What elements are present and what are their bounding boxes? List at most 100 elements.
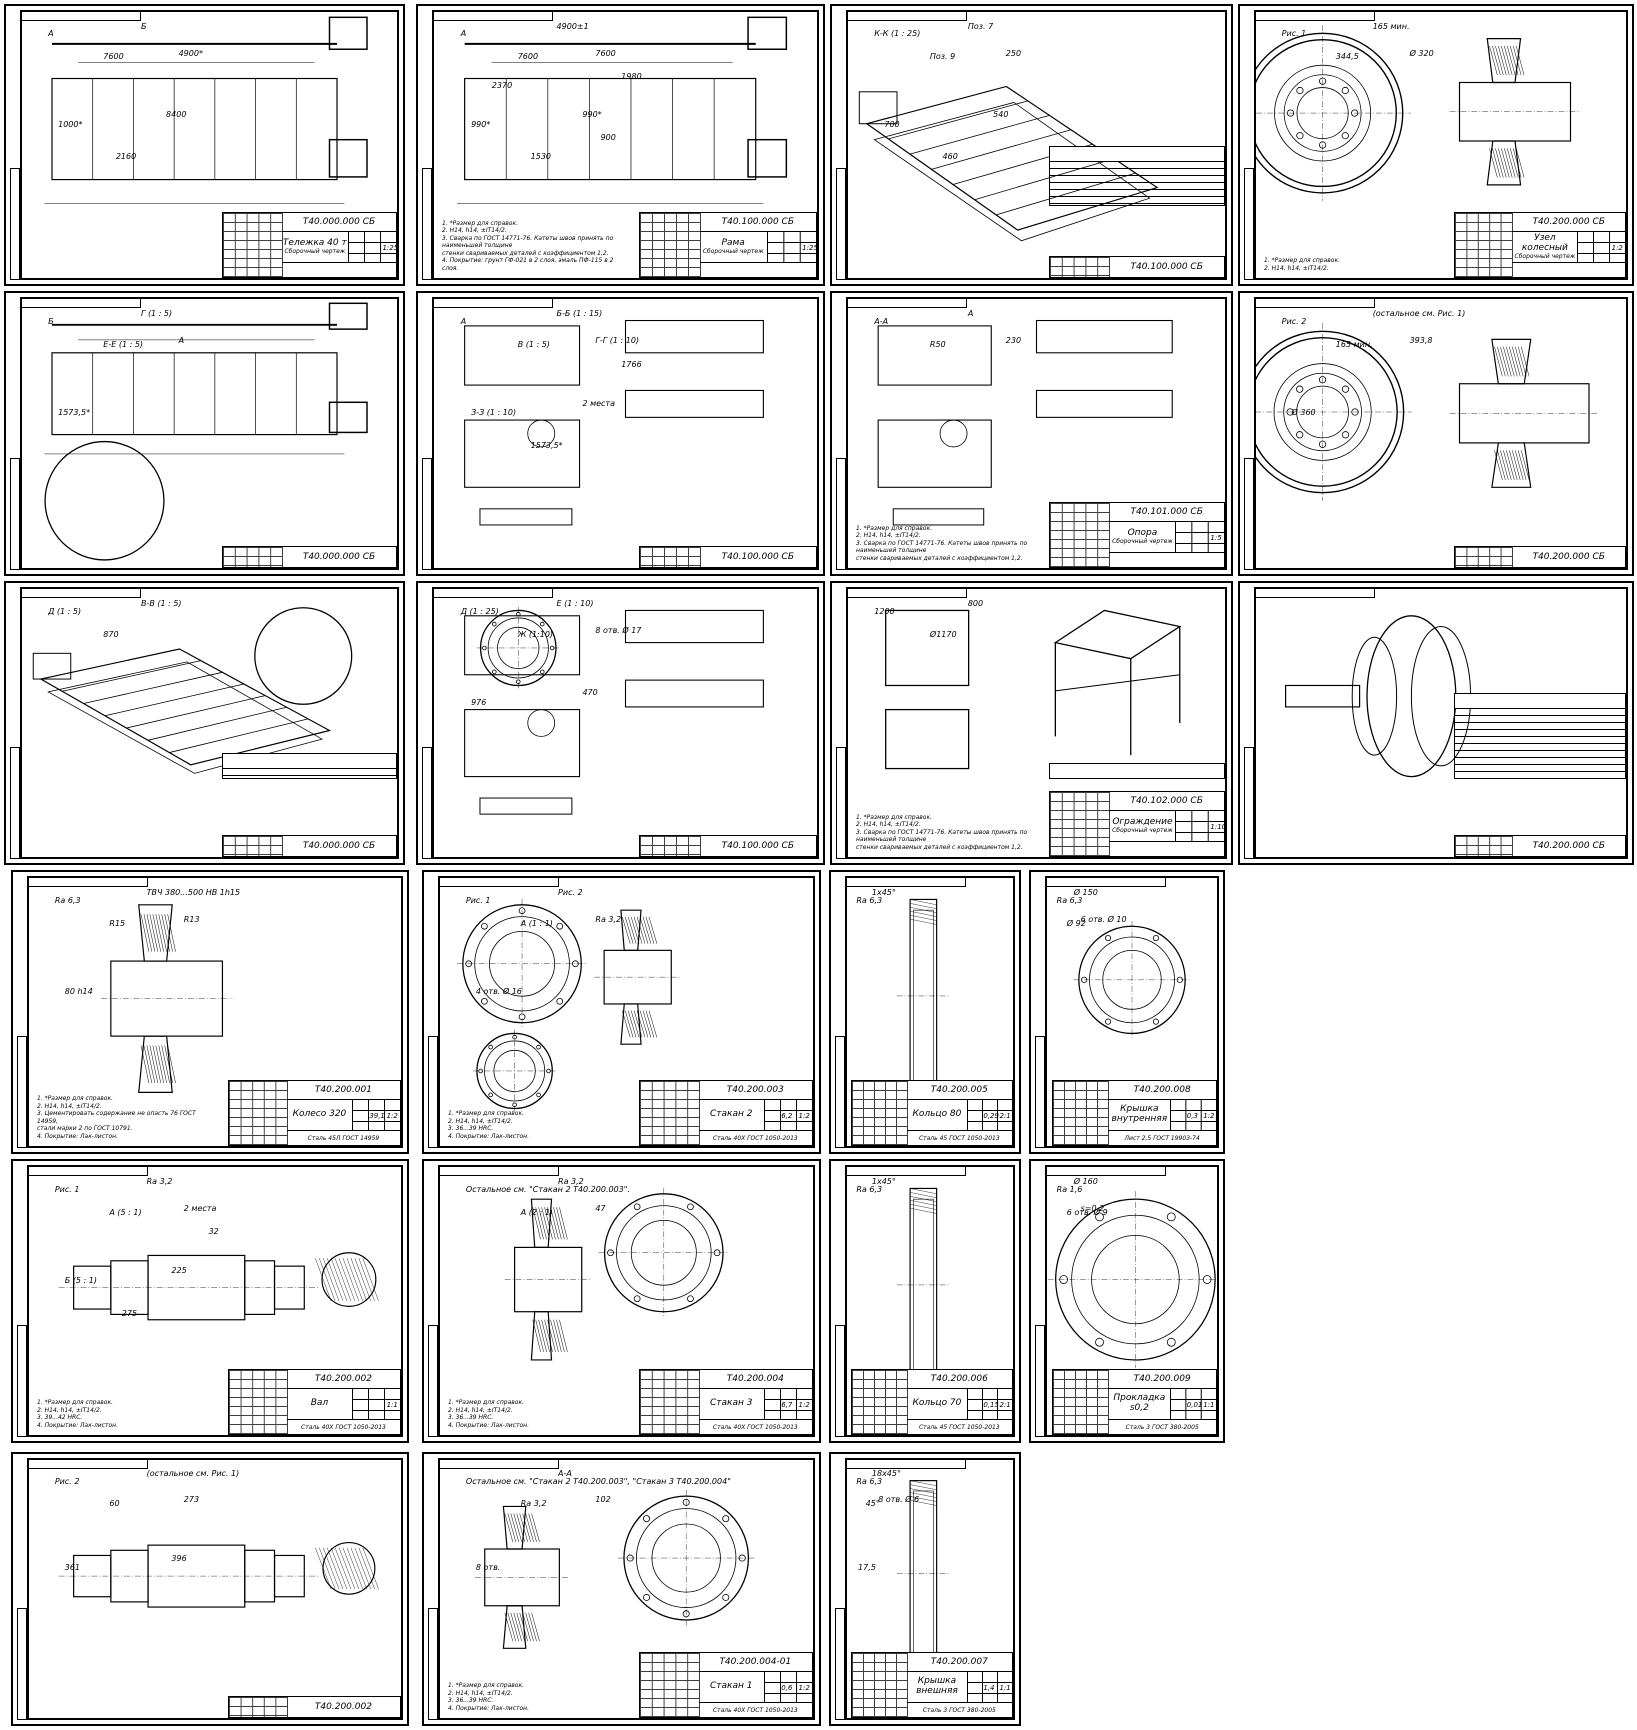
view-label: В (1 : 5) — [517, 340, 550, 349]
view-label: А (2 : 1) — [520, 1207, 553, 1217]
material: Сталь 45 ГОСТ 1050-2013 — [906, 1419, 1012, 1434]
sheet-frame — [846, 10, 1227, 280]
view-label: Ra 6,3 — [856, 1476, 883, 1486]
view-label: 250 — [1005, 48, 1022, 58]
sheet-left-strip — [835, 1608, 845, 1720]
material — [1109, 552, 1224, 567]
title-block-grid — [1050, 792, 1111, 856]
sheet-corner-stamp — [1254, 587, 1375, 598]
drawing-view — [1047, 1167, 1217, 1435]
view-label: (остальное см. Рис. 1) — [146, 1469, 240, 1479]
material: Сталь 40Х ГОСТ 1050-2013 — [698, 1419, 812, 1434]
sheet-corner-stamp — [20, 587, 141, 598]
view-label: Е (1 : 10) — [556, 598, 594, 608]
drawing-code: Т40.200.007 — [906, 1653, 1012, 1672]
drawing-title: Кольцо 70 — [907, 1388, 969, 1420]
view-label: А (1 : 1) — [520, 918, 553, 928]
drawing-lines — [464, 606, 764, 815]
drawing-lines — [58, 1252, 379, 1321]
drawing-view — [848, 12, 1225, 278]
drawing-title: Тележка 40 т Сборочный чертеж — [282, 231, 349, 263]
scale-value: 1:1 — [1203, 1401, 1215, 1409]
sheet-left-strip — [428, 1036, 438, 1148]
title-block-grid — [1454, 836, 1514, 856]
sheet-corner-stamp — [845, 876, 966, 887]
view-label: К-К (1 : 25) — [874, 29, 921, 39]
note-line: 1. *Размер для справок. — [856, 813, 932, 821]
title-main: Стакан 3 — [710, 1398, 753, 1409]
technical-notes: 1. *Размер для справок.2. Н14, h14, ±IT1… — [856, 525, 1040, 563]
note-line: 2. Н14, h14, ±IT14/2. — [856, 821, 921, 828]
drawing-sheet[interactable]: Остальное см. "Стакан 2 Т40.200.003", "С… — [422, 1452, 821, 1726]
drawing-sheet[interactable]: Рис. 2(остальное см. Рис. 1)165 мин.393,… — [1238, 291, 1634, 576]
sheet-frame — [845, 1165, 1015, 1437]
drawing-view — [434, 589, 817, 857]
scale-value: 1:5 — [1210, 534, 1222, 542]
view-label: 1x45° — [871, 1176, 896, 1186]
view-label: 4900±1 — [556, 21, 589, 31]
note-line: 3. Сварка по ГОСТ 14771-76. Катеты швов … — [856, 828, 1028, 844]
note-line: 1. *Размер для справок. — [448, 1682, 524, 1689]
sheet-corner-stamp — [1254, 10, 1375, 21]
drawing-sheet[interactable]: Остальное см. "Стакан 2 Т40.200.003".Ra … — [422, 1159, 821, 1443]
scale-value: 1:2 — [798, 1684, 810, 1692]
sheet-left-strip — [17, 1608, 27, 1720]
drawing-lines — [456, 898, 682, 1113]
material: Сталь 3 ГОСТ 380-2005 — [1108, 1419, 1216, 1434]
note-line: 4. Покрытие: Лак-листон. — [37, 1421, 119, 1429]
view-label: 8 отв. Ø 6 — [878, 1495, 920, 1505]
drawing-lines — [1256, 25, 1581, 201]
sheet-frame — [432, 587, 819, 859]
sheet-corner-stamp — [438, 876, 559, 887]
sheet-corner-stamp — [1254, 297, 1375, 308]
note-line: 2. Н14, h14, ±IT14/2. — [442, 227, 507, 234]
sheet-frame — [27, 1165, 403, 1437]
title-main: Кольцо 80 — [912, 1109, 962, 1120]
view-label: Рис. 2 — [54, 1476, 80, 1486]
drawing-lines — [504, 1187, 729, 1361]
drawing-view — [440, 1460, 813, 1718]
sheet-left-strip — [1035, 1325, 1045, 1437]
view-label: 4 отв. Ø 16 — [475, 986, 522, 996]
view-label: 102 — [595, 1495, 611, 1505]
view-label: 976 — [471, 697, 487, 707]
drawing-sheet[interactable]: Т40.200.000 СБ — [1238, 581, 1634, 865]
title-block-grid — [1454, 213, 1514, 277]
drawing-lines — [474, 1489, 755, 1649]
drawing-lines — [1256, 323, 1599, 501]
note-line: 2. Н14, h14, ±IT14/2. — [448, 1689, 513, 1697]
title-main: Узел колесный — [1521, 232, 1568, 253]
note-line: 4. Покрытие: Лак-листон. — [37, 1132, 119, 1140]
sheet-left-strip — [836, 168, 846, 280]
title-meta: 0,01 1:1 — [1170, 1388, 1216, 1420]
view-label: 1200 — [874, 606, 895, 616]
view-label: 225 — [171, 1266, 187, 1275]
sheet-corner-stamp — [27, 876, 148, 887]
title-block: Т40.000.000 СБ — [222, 546, 397, 568]
drawing-code: Т40.000.000 СБ — [302, 552, 376, 562]
spec-header — [1454, 694, 1625, 709]
sheet-left-strip — [17, 1036, 27, 1148]
view-label: 900 — [600, 133, 616, 143]
view-label: 1573,5* — [58, 408, 91, 418]
sheet-corner-stamp — [1045, 876, 1166, 887]
